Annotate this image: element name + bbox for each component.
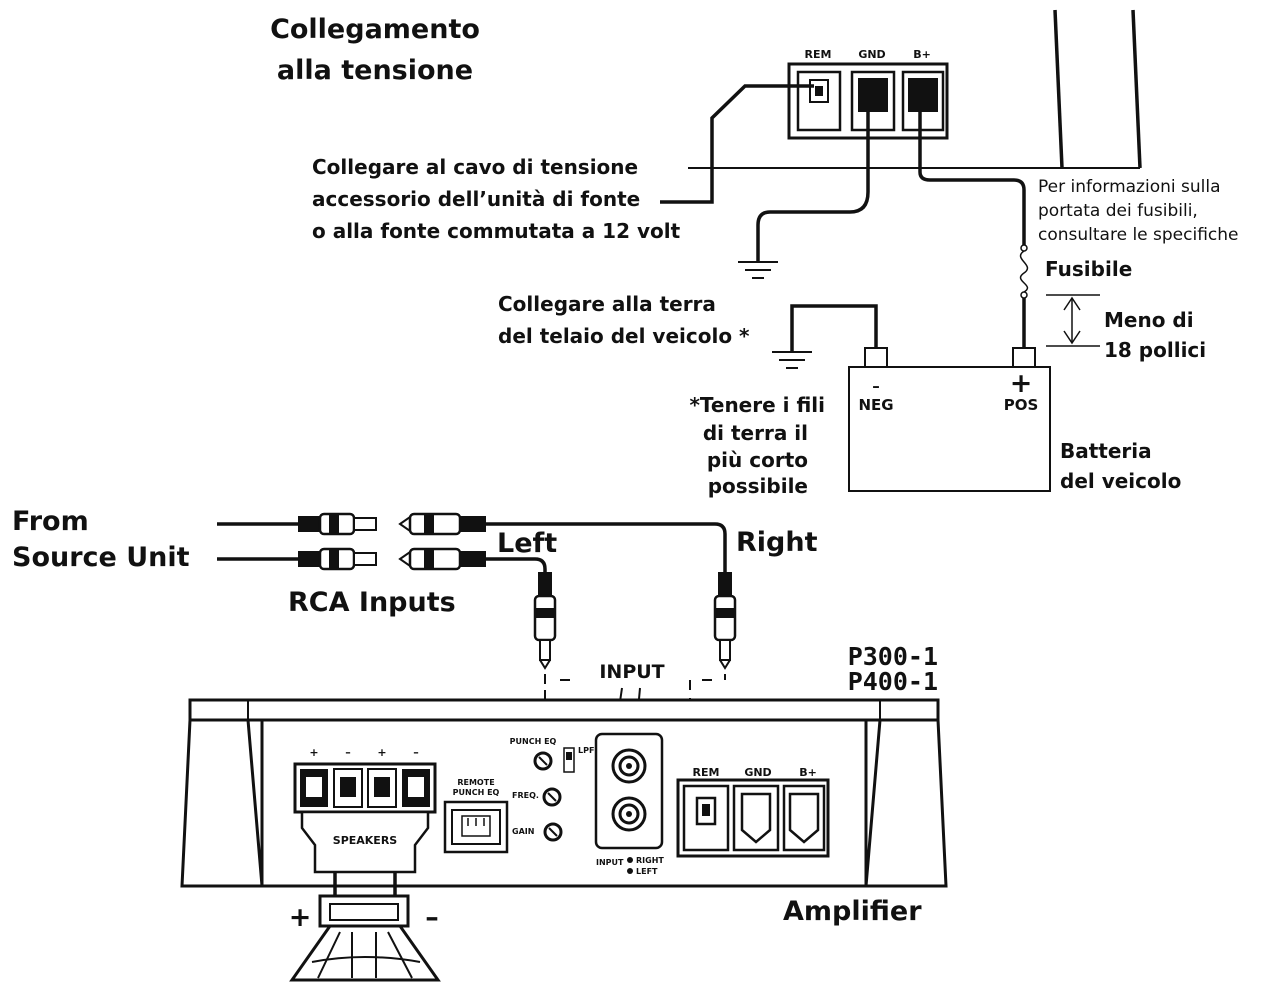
input-label: INPUT — [599, 661, 664, 683]
gain-label: GAIN — [512, 827, 534, 836]
power-title-line1: Collegamento — [270, 14, 480, 45]
top-terminal-block: REM GND B+ — [787, 48, 949, 140]
top-terminal-bplus-label: B+ — [913, 48, 931, 61]
distance-line2: 18 pollici — [1104, 338, 1206, 362]
freq-label: FREQ. — [512, 791, 539, 800]
ground-note-line3: più corto — [707, 448, 808, 472]
amp-gnd-label: GND — [744, 766, 771, 779]
vehicle-body-line-right — [1131, 9, 1142, 169]
rca-inputs-label: RCA Inputs — [288, 587, 456, 618]
punch-eq-label: PUNCH EQ — [510, 737, 557, 746]
remote-instruction-line3: o alla fonte commutata a 12 volt — [312, 219, 681, 243]
battery-pos-label: POS — [1004, 396, 1039, 414]
ground-note-line4: possibile — [708, 474, 808, 498]
spk-minus-2: – — [413, 746, 419, 759]
remote-punch-eq-jack: REMOTE PUNCH EQ — [443, 778, 509, 854]
bplus-wire — [918, 110, 1026, 245]
battery-neg-label: NEG — [858, 396, 893, 414]
model-line2: P400-1 — [848, 667, 938, 696]
gnd-wire-top — [756, 110, 870, 262]
source-label-line1: From — [12, 506, 89, 537]
remote-label-line2: PUNCH EQ — [453, 788, 500, 797]
power-title-line2: alla tensione — [277, 55, 473, 86]
rca-left-label: Left — [497, 528, 557, 559]
distance-indicator — [1046, 294, 1100, 347]
spk-minus-1: – — [345, 746, 351, 759]
remote-instruction-line1: Collegare al cavo di tensione — [312, 155, 638, 179]
top-terminal-rem-label: REM — [805, 48, 832, 61]
fuse-info-line1: Per informazioni sulla — [1038, 177, 1221, 197]
amplifier-label: Amplifier — [783, 896, 922, 927]
input-right-label: RIGHT — [636, 856, 664, 865]
input-small-label: INPUT — [596, 858, 624, 867]
rca-plug-right — [713, 572, 737, 670]
control-knobs: PUNCH EQ LPF FREQ. GAIN — [510, 737, 594, 842]
rca-cable-upper — [217, 512, 727, 572]
remote-instruction-line2: accessorio dell’unità di fonte — [312, 187, 640, 211]
spk-plus-1: + — [309, 746, 318, 759]
battery-neg-symbol: – — [872, 377, 880, 395]
fuse-info-line3: consultare le specifiche — [1038, 225, 1239, 245]
speaker-terminal-block: + – + – A B SPEAKERS — [293, 746, 437, 874]
distance-line1: Meno di — [1104, 308, 1194, 332]
fuse-label: Fusibile — [1045, 257, 1132, 281]
speaker-plus: + — [289, 902, 312, 933]
amp-rem-label: REM — [693, 766, 720, 779]
fuse-icon — [1019, 244, 1029, 299]
rem-wire — [660, 84, 814, 204]
input-left-label: LEFT — [636, 867, 658, 876]
ground-note-line1: *Tenere i fili — [689, 393, 825, 417]
amp-bplus-label: B+ — [799, 766, 817, 779]
speakers-label: SPEAKERS — [333, 834, 398, 847]
fuse-info-line2: portata dei fusibili, — [1038, 201, 1198, 221]
top-terminal-gnd-label: GND — [858, 48, 885, 61]
battery — [848, 347, 1051, 492]
rca-plug-left — [533, 572, 557, 670]
ground-symbol-top — [738, 261, 778, 279]
source-label-line2: Source Unit — [12, 542, 190, 573]
rca-right-label: Right — [736, 527, 818, 558]
chassis-instruction-line1: Collegare alla terra — [498, 292, 716, 316]
spk-plus-2: + — [377, 746, 386, 759]
vehicle-body-line-left — [1053, 9, 1064, 169]
battery-label-line2: del veicolo — [1060, 469, 1181, 493]
ground-symbol-chassis — [772, 351, 812, 369]
ground-note-line2: di terra il — [703, 421, 808, 445]
lpf-label: LPF — [578, 746, 594, 755]
rca-cable-lower — [217, 547, 547, 572]
speaker-icon — [289, 872, 441, 982]
battery-pos-symbol: + — [1010, 368, 1033, 399]
gnd-wire-battery — [790, 304, 878, 352]
dash-guide-left — [544, 674, 601, 761]
speaker-minus: – — [425, 902, 439, 933]
battery-label-line1: Batteria — [1060, 439, 1152, 463]
remote-label-line1: REMOTE — [457, 778, 494, 787]
chassis-instruction-line2: del telaio del veicolo * — [498, 324, 750, 348]
model-line1: P300-1 — [848, 642, 938, 671]
rca-input-panel: INPUT RIGHT LEFT — [594, 732, 664, 876]
amp-power-terminal-block: REM GND B+ — [676, 766, 830, 858]
